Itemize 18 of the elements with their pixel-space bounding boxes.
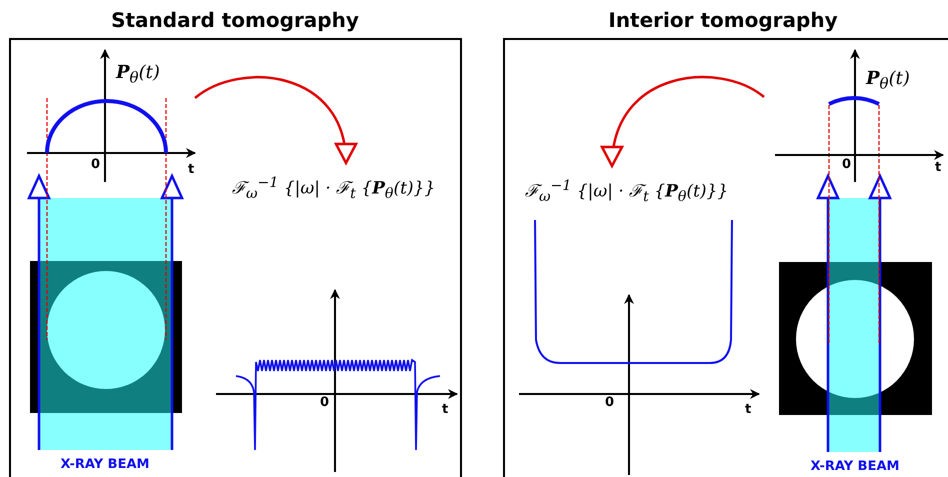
formula-text: ℱ$_{ω}$$^{−1}$ {|ω| · ℱ$_{t}$ {P$_{θ}$(t)}}	[232, 163, 436, 204]
panel-title: Interior tomography	[608, 8, 838, 32]
axis-label: t	[442, 403, 448, 416]
axis-label: t	[188, 163, 194, 176]
panel-title: Standard tomography	[111, 8, 359, 32]
axis-label: 0	[842, 158, 852, 171]
curved-arrow	[602, 76, 765, 168]
axis-label: t	[935, 161, 942, 174]
function-label: P$_{θ}$(t)	[866, 70, 910, 92]
function-label: P$_{θ}$(t)	[116, 64, 160, 86]
formula-text: ℱ$_{ω}$$^{−1}$ {|ω| · ℱ$_{t}$ {P$_{θ}$(t)}}	[525, 166, 728, 206]
axis-label: 0	[605, 396, 614, 409]
axis-label: t	[745, 403, 752, 416]
curved-arrow	[194, 76, 356, 164]
axis-label: 0	[320, 396, 330, 409]
beam-label: X-RAY BEAM	[810, 460, 900, 473]
beam-label: X-RAY BEAM	[60, 458, 150, 471]
axis-label: 0	[91, 158, 100, 171]
